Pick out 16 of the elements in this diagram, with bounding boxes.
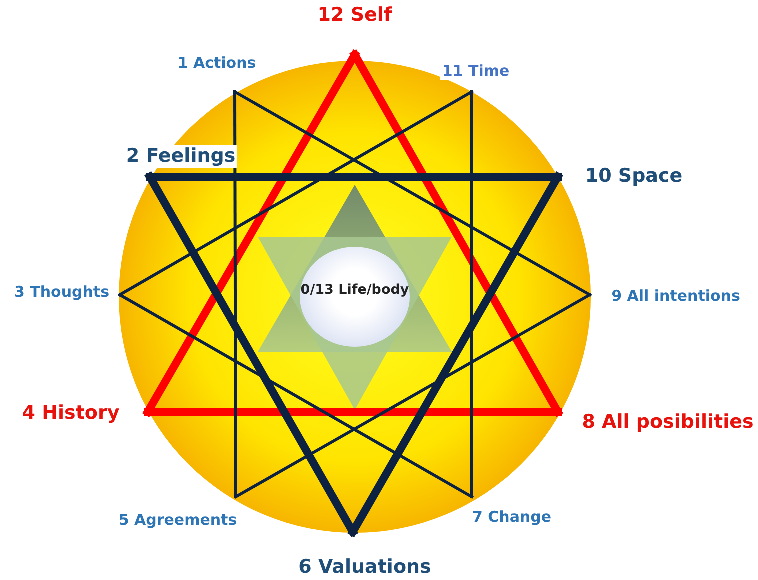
star-line — [470, 90, 474, 498]
star-line — [234, 90, 592, 296]
point-label: 11 Time — [440, 62, 512, 80]
star-line — [234, 90, 238, 498]
star-line — [351, 51, 562, 416]
star-line — [349, 173, 562, 536]
point-label: 4 History — [20, 402, 122, 425]
center-label: 0/13 Life/body — [300, 282, 410, 298]
star-line — [144, 51, 359, 416]
point-label: 8 All posibilities — [580, 411, 756, 434]
star-line — [118, 90, 474, 296]
star-line — [234, 294, 592, 498]
star-line — [118, 294, 474, 498]
star-line — [144, 408, 562, 416]
star-line — [146, 173, 562, 181]
star-line — [146, 173, 357, 536]
